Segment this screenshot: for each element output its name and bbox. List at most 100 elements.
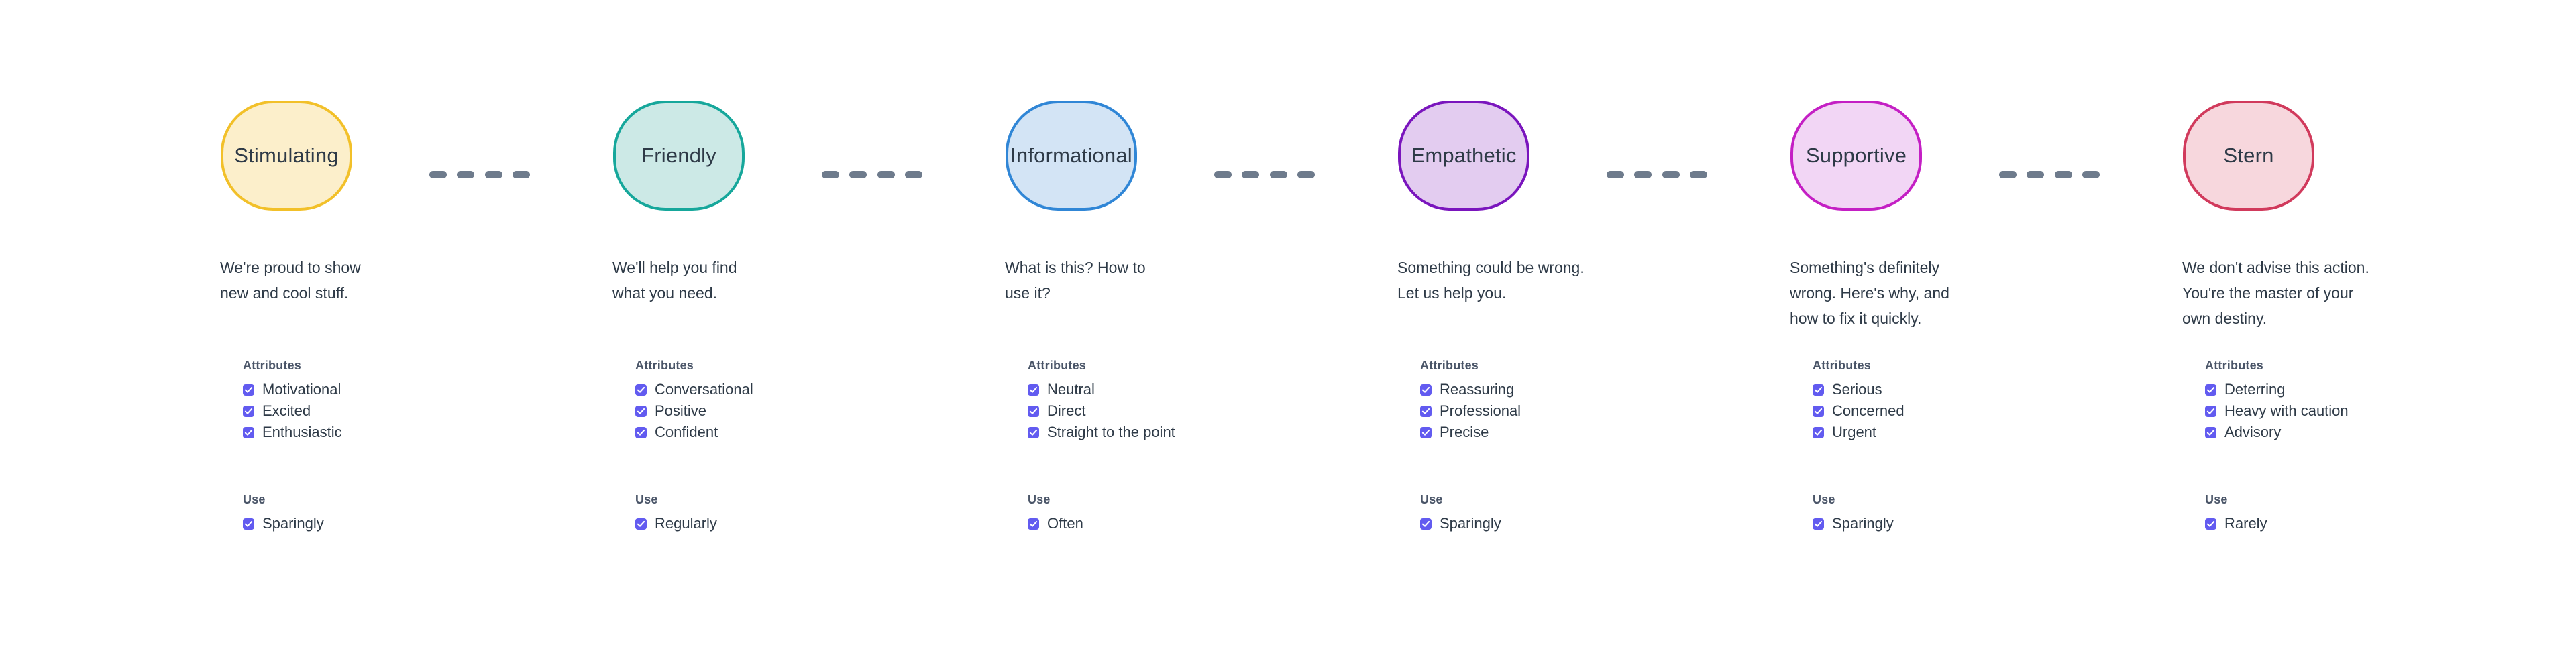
- checkmark-icon[interactable]: [1420, 405, 1432, 417]
- checkmark-icon[interactable]: [243, 384, 254, 396]
- use-checkbox-row[interactable]: Often: [1028, 513, 1309, 534]
- attribute-checkbox-row[interactable]: Reassuring: [1420, 379, 1702, 400]
- attribute-checkbox-row[interactable]: Positive: [635, 400, 917, 422]
- checkmark-icon[interactable]: [635, 405, 647, 417]
- checkmark-icon[interactable]: [2205, 426, 2216, 438]
- attribute-checkbox-row[interactable]: Direct: [1028, 400, 1309, 422]
- checkmark-icon[interactable]: [2205, 384, 2216, 396]
- tone-pill-label: Friendly: [641, 143, 716, 167]
- attribute-label: Precise: [1440, 424, 1489, 440]
- checkmark-icon[interactable]: [2205, 405, 2216, 417]
- use-heading: Use: [1420, 493, 1443, 506]
- tone-pill[interactable]: Stern: [2183, 101, 2314, 211]
- attribute-label: Serious: [1832, 381, 1882, 398]
- checkmark-icon[interactable]: [1813, 405, 1824, 417]
- connector-dash: [1269, 170, 1287, 178]
- use-checkbox-row[interactable]: Sparingly: [243, 513, 525, 534]
- attribute-checkbox-row[interactable]: Heavy with caution: [2205, 400, 2487, 422]
- attribute-label: Enthusiastic: [262, 424, 342, 440]
- attribute-checkbox-row[interactable]: Advisory: [2205, 422, 2487, 443]
- checkmark-icon[interactable]: [1813, 518, 1824, 530]
- checkmark-icon[interactable]: [1028, 518, 1039, 530]
- attributes-heading: Attributes: [1813, 359, 1871, 372]
- attribute-checkbox-row[interactable]: Conversational: [635, 379, 917, 400]
- checkmark-icon[interactable]: [1420, 518, 1432, 530]
- tone-pill-wrapper: Stern: [2118, 99, 2379, 212]
- connector-dash: [2027, 170, 2045, 178]
- tone-pill[interactable]: Friendly: [613, 101, 745, 211]
- attribute-checkbox-row[interactable]: Confident: [635, 422, 917, 443]
- attributes-heading: Attributes: [2205, 359, 2263, 372]
- checkmark-icon[interactable]: [1420, 384, 1432, 396]
- connector-dash: [904, 170, 922, 178]
- dashed-connector: [1607, 170, 1707, 179]
- use-checkbox-row[interactable]: Regularly: [635, 513, 917, 534]
- attribute-checkbox-row[interactable]: Serious: [1813, 379, 2094, 400]
- checkmark-icon[interactable]: [243, 405, 254, 417]
- checkmark-icon[interactable]: [635, 426, 647, 438]
- connector-dash: [849, 170, 867, 178]
- use-checkbox-row[interactable]: Sparingly: [1420, 513, 1702, 534]
- checkmark-icon[interactable]: [1028, 384, 1039, 396]
- attribute-label: Deterring: [2224, 381, 2286, 398]
- connector-dash: [484, 170, 502, 178]
- checkmark-icon[interactable]: [243, 426, 254, 438]
- tone-pill[interactable]: Empathetic: [1398, 101, 1529, 211]
- use-label: Sparingly: [262, 515, 324, 532]
- attribute-checkbox-row[interactable]: Precise: [1420, 422, 1702, 443]
- dashed-connector: [1214, 170, 1315, 179]
- attribute-checkbox-row[interactable]: Urgent: [1813, 422, 2094, 443]
- connector-dash: [2082, 170, 2100, 178]
- checkmark-icon[interactable]: [635, 518, 647, 530]
- use-label: Sparingly: [1832, 515, 1894, 532]
- attribute-checkbox-row[interactable]: Enthusiastic: [243, 422, 525, 443]
- tone-pill[interactable]: Stimulating: [221, 101, 352, 211]
- tone-pill[interactable]: Informational: [1006, 101, 1137, 211]
- connector-dash: [822, 170, 839, 178]
- attribute-checkbox-row[interactable]: Neutral: [1028, 379, 1309, 400]
- dashed-connector: [429, 170, 530, 179]
- checkmark-icon[interactable]: [2205, 518, 2216, 530]
- checkmark-icon[interactable]: [1813, 426, 1824, 438]
- tone-pill-wrapper: Friendly: [548, 99, 810, 212]
- use-label: Rarely: [2224, 515, 2267, 532]
- attribute-checkbox-row[interactable]: Motivational: [243, 379, 525, 400]
- use-heading: Use: [1813, 493, 1835, 506]
- attribute-label: Neutral: [1047, 381, 1095, 398]
- checkmark-icon[interactable]: [635, 384, 647, 396]
- attributes-heading: Attributes: [1420, 359, 1479, 372]
- tone-description: Something's definitely wrong. Here's why…: [1790, 259, 1949, 327]
- use-checkbox-row[interactable]: Rarely: [2205, 513, 2487, 534]
- attribute-label: Professional: [1440, 402, 1521, 419]
- dashed-connector: [822, 170, 922, 179]
- checkmark-icon[interactable]: [1420, 426, 1432, 438]
- checkmark-icon[interactable]: [1028, 405, 1039, 417]
- checkmark-icon[interactable]: [1028, 426, 1039, 438]
- attribute-label: Reassuring: [1440, 381, 1515, 398]
- use-checkbox-row[interactable]: Sparingly: [1813, 513, 2094, 534]
- connector-dash: [1297, 170, 1315, 178]
- connector-dash: [1662, 170, 1680, 178]
- attribute-checkbox-row[interactable]: Professional: [1420, 400, 1702, 422]
- attribute-checkbox-row[interactable]: Deterring: [2205, 379, 2487, 400]
- attribute-label: Excited: [262, 402, 311, 419]
- attribute-checkbox-row[interactable]: Straight to the point: [1028, 422, 1309, 443]
- connector-dash: [1634, 170, 1652, 178]
- attribute-checkbox-row[interactable]: Concerned: [1813, 400, 2094, 422]
- connector-dash: [429, 170, 447, 178]
- attribute-checkbox-row[interactable]: Excited: [243, 400, 525, 422]
- checkmark-icon[interactable]: [243, 518, 254, 530]
- tone-pill-wrapper: Supportive: [1725, 99, 1987, 212]
- tone-pill[interactable]: Supportive: [1790, 101, 1922, 211]
- checkmark-icon[interactable]: [1813, 384, 1824, 396]
